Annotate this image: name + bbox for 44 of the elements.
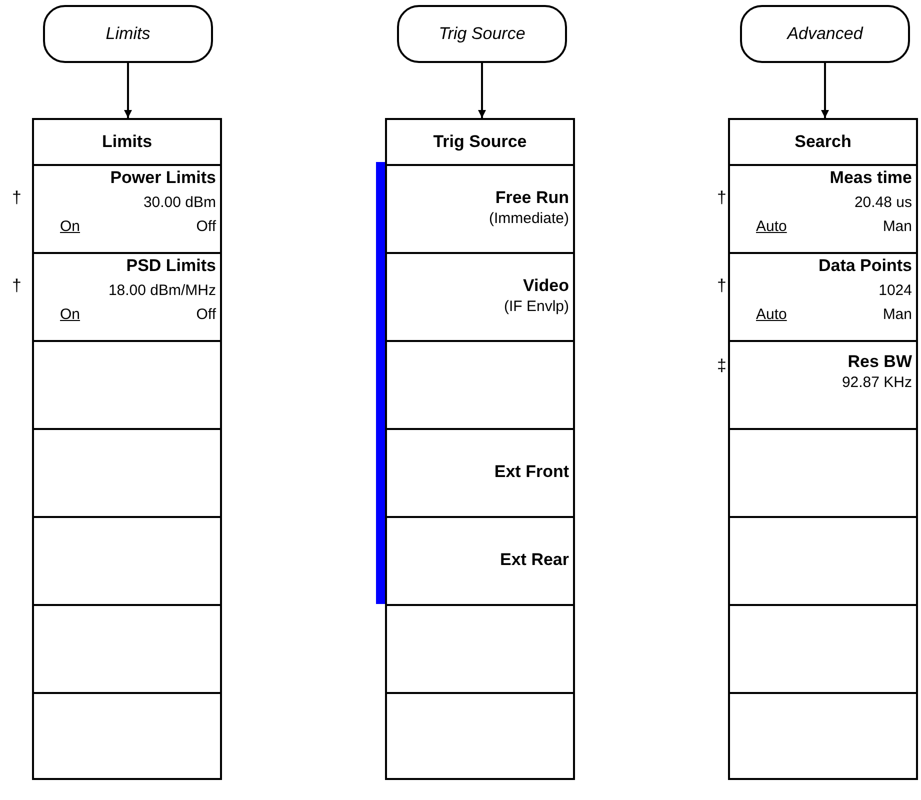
softkey-label: Power Limits bbox=[110, 168, 216, 188]
softkey-label: Free Run bbox=[495, 188, 569, 208]
softkey-label: Ext Front bbox=[494, 462, 569, 482]
softkey-menu-panel bbox=[385, 118, 575, 780]
softkey-menu-panel bbox=[32, 118, 222, 780]
softkey-menu-panel bbox=[728, 118, 918, 780]
menu-title: Limits bbox=[102, 132, 152, 152]
arrow bbox=[478, 63, 486, 118]
softkey-value: 20.48 us bbox=[854, 194, 912, 211]
menu-title: Search bbox=[794, 132, 852, 152]
softkey-label: Res BW bbox=[848, 352, 912, 372]
softkey-label: Meas time bbox=[830, 168, 912, 188]
arrow bbox=[821, 63, 829, 118]
softkey-label: PSD Limits bbox=[126, 256, 216, 276]
footnote-mark: † bbox=[717, 276, 726, 296]
softkey-subtitle: (IF Envlp) bbox=[504, 298, 569, 315]
softkey-value: 30.00 dBm bbox=[143, 194, 216, 211]
option-label: Off bbox=[196, 306, 216, 323]
softkey-subtitle: 92.87 KHz bbox=[842, 374, 912, 391]
front-panel-key bbox=[397, 5, 567, 63]
key-label: Limits bbox=[106, 24, 150, 44]
softkey-label: Data Points bbox=[818, 256, 912, 276]
key-label: Advanced bbox=[787, 24, 863, 44]
footnote-mark: ‡ bbox=[717, 356, 726, 376]
key-label: Trig Source bbox=[438, 24, 526, 44]
softkey-label: Ext Rear bbox=[500, 550, 569, 570]
menu-title: Trig Source bbox=[433, 132, 527, 152]
footnote-mark: † bbox=[12, 276, 22, 296]
softkey-value: 1024 bbox=[878, 282, 912, 299]
arrow bbox=[124, 63, 132, 118]
front-panel-key bbox=[43, 5, 213, 63]
option-label: Man bbox=[882, 218, 912, 235]
softkey-value: 18.00 dBm/MHz bbox=[108, 282, 216, 299]
footnote-mark: † bbox=[717, 188, 726, 208]
footnote-mark: † bbox=[12, 188, 22, 208]
option-label: Off bbox=[196, 218, 216, 235]
selected-option: On bbox=[60, 218, 80, 235]
selected-option: Auto bbox=[756, 218, 787, 235]
selected-option: Auto bbox=[756, 306, 787, 323]
softkey-label: Video bbox=[523, 276, 569, 296]
softkey-subtitle: (Immediate) bbox=[488, 210, 569, 227]
selected-option: On bbox=[60, 306, 80, 323]
option-label: Man bbox=[882, 306, 912, 323]
front-panel-key bbox=[740, 5, 910, 63]
